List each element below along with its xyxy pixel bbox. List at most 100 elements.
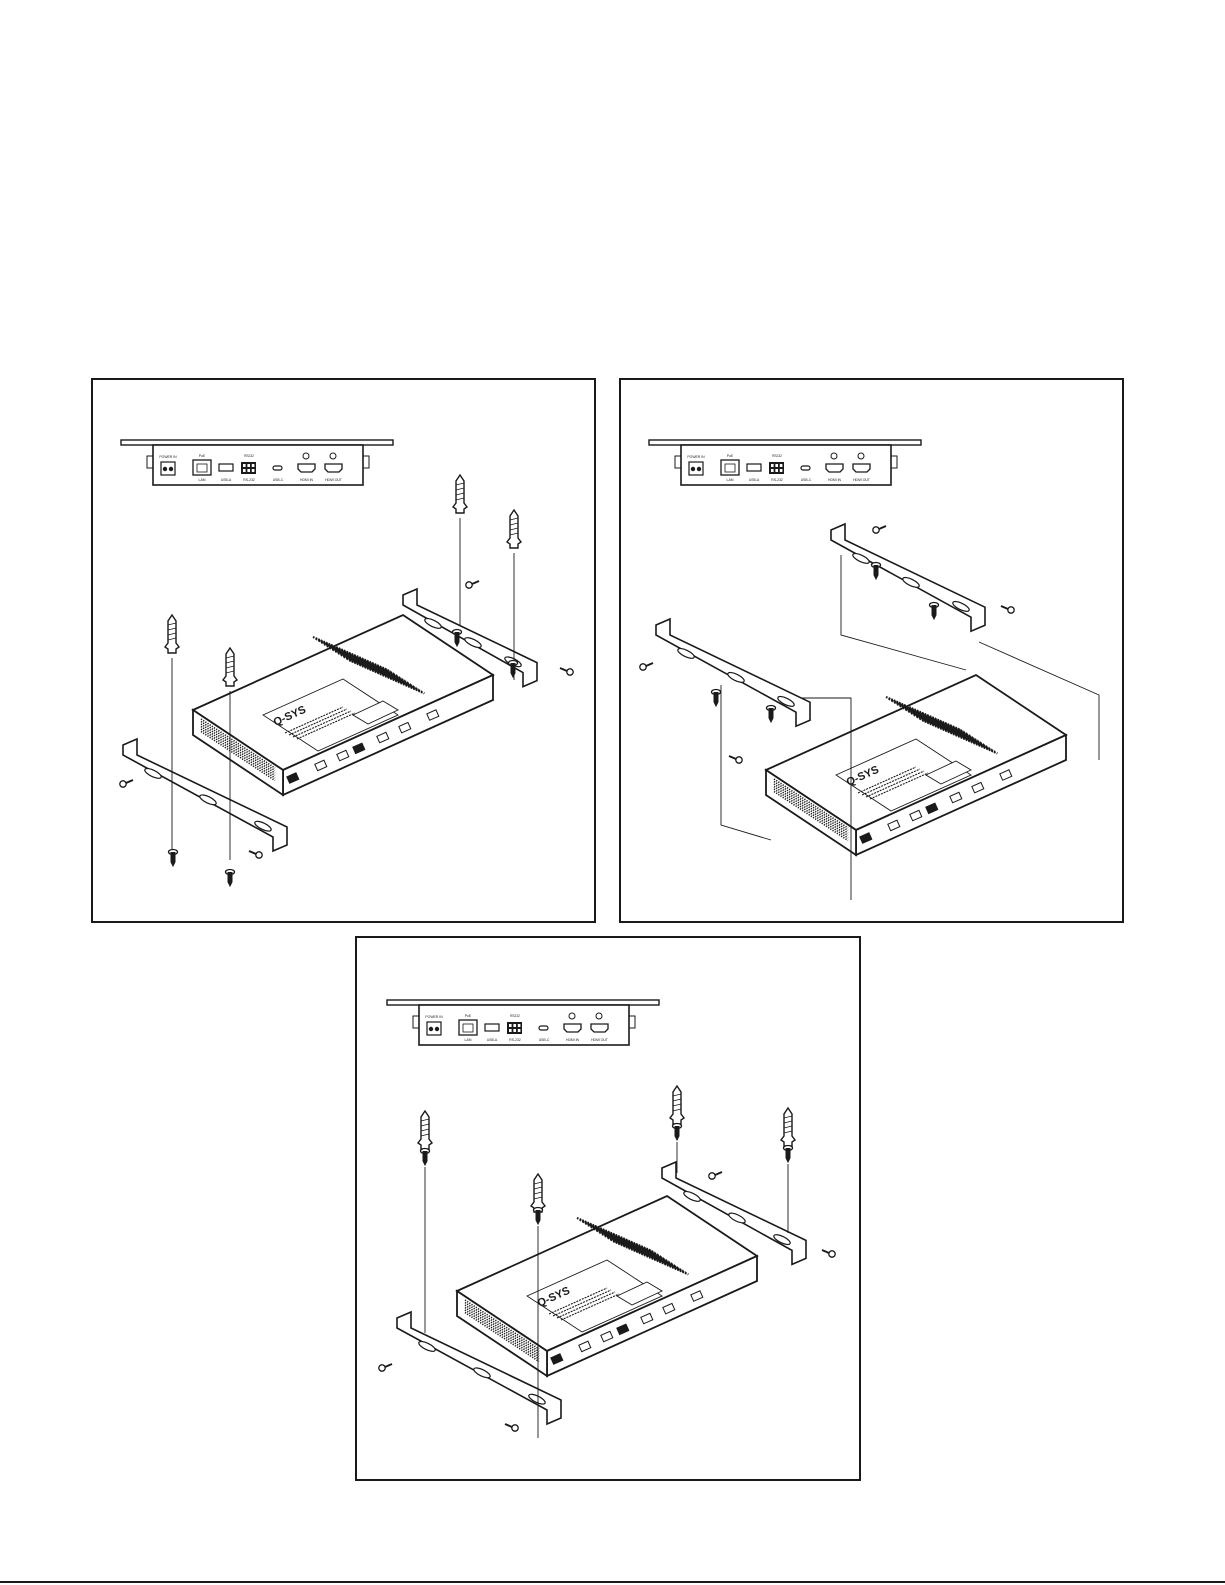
label-power: POWER IN [425, 1015, 443, 1019]
rs232-pin [247, 469, 250, 472]
label-usb-a: USB-A [221, 478, 232, 482]
label-poe: PoE [727, 454, 734, 458]
rs232-pin [518, 1029, 521, 1032]
label-hdmi-in: HDMI IN [828, 478, 842, 482]
bracket-tab-left [147, 456, 153, 468]
screw-shank [932, 605, 936, 619]
hdmi-out-port [325, 464, 342, 472]
label-poe: PoE [465, 1014, 472, 1018]
rs232-pin [771, 464, 774, 467]
bracket-tab-right [629, 1016, 635, 1028]
machine-screw-head [120, 781, 126, 787]
label-hdmi-in: HDMI IN [566, 1038, 580, 1042]
machine-screw-shank [879, 526, 886, 529]
page-bottom-rule [0, 1581, 1225, 1583]
screw-shank [786, 1148, 790, 1162]
screw-shank [171, 852, 175, 866]
rs232-pin [780, 469, 783, 472]
bracket-tab-left [675, 456, 681, 468]
rs232-connector [507, 1022, 522, 1034]
rs232-pin [771, 469, 774, 472]
rs232-pin [243, 464, 246, 467]
machine-screw-head [736, 757, 742, 763]
label-hdmi-out: HDMI OUT [325, 478, 342, 482]
usb-c-port [273, 466, 282, 470]
machine-screw-shank [822, 1250, 829, 1253]
usb-a-port [485, 1024, 499, 1031]
machine-screw-shank [249, 851, 256, 854]
rs232-pin [780, 464, 783, 467]
label-rs232: RS-232 [243, 478, 255, 482]
rs232-pin [509, 1029, 512, 1032]
hdmi-out-led [330, 453, 336, 459]
label-hdmi-out: HDMI OUT [591, 1038, 608, 1042]
rs232-pin [513, 1029, 516, 1032]
power-pin [697, 467, 701, 471]
screw-shank [455, 632, 459, 646]
hdmi-in-led [569, 1013, 575, 1019]
label-hdmi-out: HDMI OUT [853, 478, 870, 482]
mount-diagram-2: POWER INPoELANUSB-ARS232RS-232USB-CHDMI … [621, 380, 1122, 921]
machine-screw-shank [385, 1364, 392, 1367]
rs232-pin [243, 469, 246, 472]
label-usb-c: USB-C [273, 478, 284, 482]
lan-port-inner [463, 1024, 473, 1032]
rs232-pin [509, 1024, 512, 1027]
usb-c-port [539, 1026, 548, 1030]
rs232-pin [775, 464, 778, 467]
label-usb-a: USB-A [487, 1038, 498, 1042]
usb-c-port [801, 466, 810, 470]
label-rs232: RS-232 [771, 478, 783, 482]
rs232-pin [513, 1024, 516, 1027]
hdmi-in-led [831, 453, 837, 459]
machine-screw-shank [646, 663, 653, 666]
label-usb-a: USB-A [749, 478, 760, 482]
machine-screw-shank [1001, 606, 1008, 609]
screw-shank [536, 1210, 540, 1224]
machine-screw-head [466, 582, 472, 588]
machine-screw-head [873, 527, 879, 533]
label-rs232-top: RS232 [510, 1014, 520, 1018]
rs232-pin [252, 469, 255, 472]
label-rs232: RS-232 [509, 1038, 521, 1042]
rs232-pin [252, 464, 255, 467]
bracket-tab-right [891, 456, 897, 468]
machine-screw-shank [715, 1172, 722, 1175]
machine-screw-head [709, 1173, 715, 1179]
label-hdmi-in: HDMI IN [300, 478, 314, 482]
bracket-tab-left [413, 1016, 419, 1028]
screw-shank [228, 872, 232, 886]
hdmi-out-led [858, 453, 864, 459]
hdmi-out-port [591, 1024, 608, 1032]
hdmi-out-port [853, 464, 870, 472]
power-pin [691, 467, 695, 471]
rs232-pin [247, 464, 250, 467]
bracket-tab-right [363, 456, 369, 468]
screw-shank [675, 1126, 679, 1140]
power-pin [163, 467, 167, 471]
hdmi-in-port [298, 464, 315, 472]
machine-screw-shank [560, 668, 567, 671]
machine-screw-shank [505, 1424, 512, 1427]
power-pin [429, 1027, 433, 1031]
machine-screw-shank [126, 780, 133, 783]
hdmi-in-led [303, 453, 309, 459]
power-pin [435, 1027, 439, 1031]
machine-screw-shank [729, 756, 736, 759]
label-rs232-top: RS232 [772, 454, 782, 458]
machine-screw-head [512, 1425, 518, 1431]
label-rs232-top: RS232 [244, 454, 254, 458]
alignment-line [721, 685, 771, 840]
panel-wall-mount-anchors: POWER INPoELANUSB-ARS232RS-232USB-CHDMI … [355, 936, 861, 1481]
screw-shank [769, 708, 773, 722]
rs232-pin [775, 469, 778, 472]
machine-screw-shank [472, 581, 479, 584]
label-usb-c: USB-C [801, 478, 812, 482]
hdmi-out-led [596, 1013, 602, 1019]
machine-screw-head [640, 664, 646, 670]
screw-shank [511, 663, 515, 677]
